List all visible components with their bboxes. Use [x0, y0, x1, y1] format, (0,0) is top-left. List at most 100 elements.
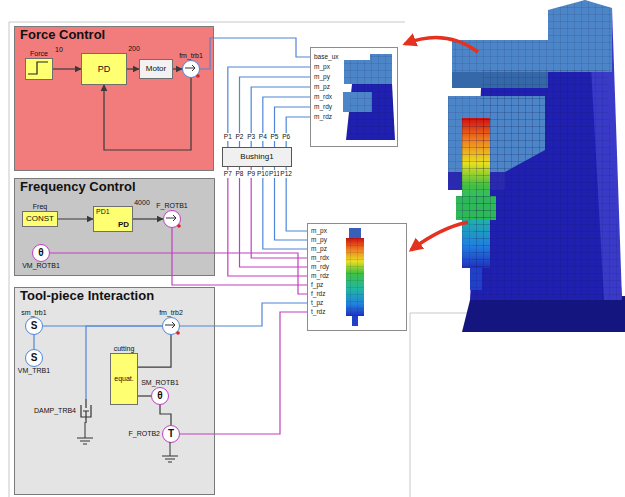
pin-name: P4 [258, 133, 268, 141]
pointer-arrow [405, 38, 478, 52]
text-holder: fm_trb1 [179, 52, 203, 60]
panel-fill [307, 223, 407, 331]
text-holder: F_ROTB1 [156, 202, 188, 210]
fe-model-box: m_pxm_pym_pzm_rdxm_rdym_rdzf_pzf_rdzt_pz… [307, 223, 407, 331]
pin-name: P7 [223, 170, 233, 178]
block-label: T [168, 428, 174, 440]
panel-fill [310, 47, 398, 147]
block-label: Bushing1 [240, 152, 273, 161]
connector [275, 167, 308, 240]
text-holder: P9 [246, 170, 256, 178]
pointer-arrow [411, 222, 468, 250]
text-holder: Freq [33, 203, 47, 211]
pin-name: P1 [223, 133, 233, 141]
port-dot [177, 224, 181, 228]
text-holder: S [26, 318, 42, 334]
panel-title: Force Control [20, 28, 105, 43]
text-holder: fm_trb2 [159, 309, 183, 317]
text-holder: P1 [223, 133, 233, 141]
connector [251, 167, 307, 258]
block-label: PD [118, 220, 129, 229]
text-holder: Frequency Control [20, 180, 136, 195]
mesh-overlay [448, 0, 622, 300]
text-holder: m_rdx [314, 93, 332, 101]
parameter-value: 4000 [134, 199, 150, 207]
port-dot [196, 74, 200, 78]
text-holder: P12 [279, 170, 293, 178]
small-column [346, 84, 395, 140]
small-spindle-model [346, 228, 364, 326]
step-symbol [28, 62, 48, 74]
text-holder: m_pz [314, 83, 330, 91]
block-label: S [31, 320, 38, 332]
pin-name: P2 [235, 133, 245, 141]
port-name: m_rdx [311, 254, 329, 262]
text-holder: m_py [311, 236, 327, 244]
pin-name: P12 [279, 170, 293, 178]
text-holder: equat. [111, 354, 137, 404]
port-name: m_pz [314, 83, 330, 91]
block-label: equat. [114, 375, 133, 383]
machine-head [452, 0, 612, 72]
text-holder: PD1 [96, 208, 110, 216]
port-name: m_py [314, 73, 330, 81]
port-name: f_rdz [311, 290, 325, 298]
text-holder: PD [118, 220, 129, 229]
function-block: PD [81, 53, 127, 85]
connector [58, 218, 93, 219]
text-holder: f_rdz [311, 290, 325, 298]
spindle-tip [352, 316, 358, 326]
mesh [452, 0, 612, 72]
text-holder: 4000 [134, 199, 150, 207]
component-name: PD1 [96, 208, 110, 216]
port-name: m_py [311, 236, 327, 244]
connector [286, 117, 310, 147]
component-name: cutting [114, 345, 135, 353]
port-name: m_rdy [314, 103, 332, 111]
control-panel: Tool-piece Interactionsm_trb1SVM_TRB1SDA… [14, 287, 215, 495]
text-holder: base_ux [314, 53, 339, 61]
ground-symbol [77, 422, 93, 444]
port-name: m_pz [311, 245, 327, 253]
mesh [462, 118, 490, 268]
text-holder: PD [82, 54, 126, 84]
text-holder: Tool-piece Interaction [20, 289, 154, 304]
text-holder: Motor [140, 60, 172, 78]
text-holder: P2 [235, 133, 245, 141]
control-panel: Frequency ControlFreqCONSTPD1PDF_ROTB1VM… [14, 178, 215, 276]
port-symbol: VM_ROTB1θ [32, 244, 50, 262]
text-holder: f_pz [311, 281, 323, 289]
component-name: F_ROTB1 [156, 202, 188, 210]
port-name: m_rdx [314, 93, 332, 101]
text-holder: m_rdy [311, 263, 329, 271]
pin-name: P9 [246, 170, 256, 178]
parameter-value: 10 [55, 46, 63, 54]
text-holder: m_px [311, 227, 327, 235]
component-name: DAMP_TRB4 [34, 407, 76, 415]
text-holder: P6 [281, 133, 291, 141]
block-label: θ [157, 390, 162, 402]
component-name: VM_ROTB1 [22, 262, 60, 270]
port-name: base_ux [314, 53, 339, 61]
panel-fills [14, 26, 407, 495]
panel-fill [14, 287, 215, 495]
text-holder: m_rdz [314, 113, 332, 121]
component-name: sm_trb1 [21, 309, 46, 317]
small-head [344, 54, 392, 84]
connector [275, 107, 311, 147]
text-holder: m_pz [311, 245, 327, 253]
component-name: F_ROTB2 [128, 430, 160, 438]
text-holder: SM_ROTB1 [141, 379, 179, 387]
function-block: Force [25, 58, 53, 80]
port-name: t_rdz [311, 308, 325, 316]
connector [127, 68, 139, 69]
connector [251, 87, 310, 147]
text-holder: t_rdz [311, 308, 325, 316]
text-holder: DAMP_TRB4 [34, 407, 76, 415]
text-holder: P8 [235, 170, 245, 178]
text-holder: P5 [270, 133, 280, 141]
text-holder: F_ROTB2 [128, 430, 160, 438]
panel-fill [14, 26, 214, 171]
text-holder: VM_ROTB1 [22, 262, 60, 270]
text-holder: P7 [223, 170, 233, 178]
